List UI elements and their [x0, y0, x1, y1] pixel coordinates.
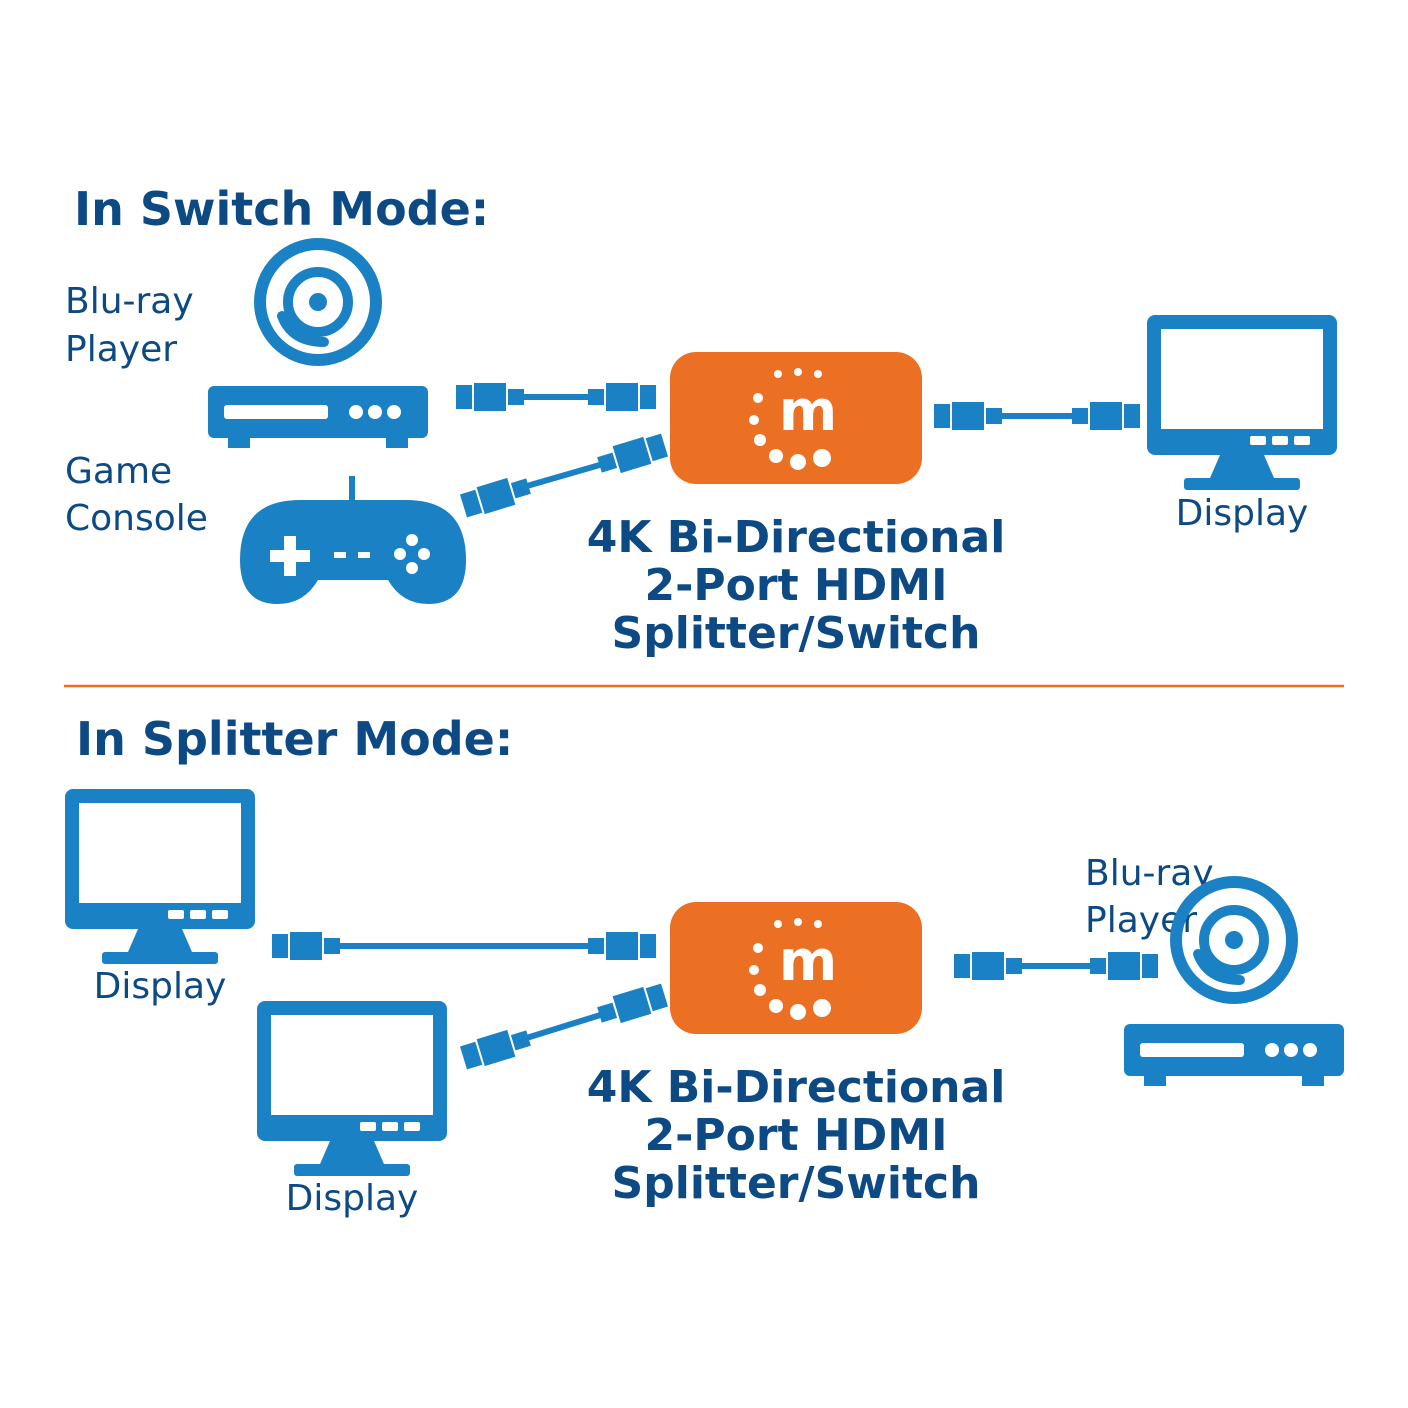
- switch-mode-heading: In Switch Mode:: [74, 182, 489, 236]
- monitor-icon: [65, 789, 255, 964]
- splitter-display2-label: Display: [286, 1178, 419, 1219]
- switch-bluray-label-line1: Blu-ray: [65, 281, 194, 322]
- manhattan-logo-icon: m: [779, 379, 837, 444]
- splitter-product-name-line3: Splitter/Switch: [612, 1158, 981, 1209]
- monitor-icon: [1147, 315, 1337, 490]
- splitter-bluray-label-line1: Blu-ray: [1085, 853, 1214, 894]
- splitter-display1-label: Display: [94, 966, 227, 1007]
- hdmi-cable-icon: [459, 981, 669, 1072]
- hdmi-cable-icon: [934, 402, 1140, 430]
- game-controller-icon: [240, 476, 466, 604]
- hdmi-cable-icon: [456, 383, 656, 411]
- switch-product-name-line3: Splitter/Switch: [612, 608, 981, 659]
- hdmi-cable-icon: [954, 952, 1158, 980]
- splitter-product-name-line2: 2-Port HDMI: [645, 1110, 948, 1161]
- monitor-icon: [257, 1001, 447, 1176]
- switch-console-label-line1: Game: [65, 451, 172, 492]
- switch-product-name-line1: 4K Bi-Directional: [587, 512, 1006, 563]
- splitter-mode-heading: In Splitter Mode:: [76, 712, 513, 766]
- switch-bluray-label-line2: Player: [65, 329, 177, 370]
- switch-display-label: Display: [1176, 493, 1309, 534]
- splitter-product-name-line1: 4K Bi-Directional: [587, 1062, 1006, 1113]
- hdmi-cable-icon: [459, 431, 669, 520]
- switch-product-name-line2: 2-Port HDMI: [645, 560, 948, 611]
- hdmi-cable-icon: [272, 932, 656, 960]
- manhattan-logo-icon: m: [779, 929, 837, 994]
- switch-console-label-line2: Console: [65, 498, 208, 539]
- bluray-player-icon: [208, 244, 428, 448]
